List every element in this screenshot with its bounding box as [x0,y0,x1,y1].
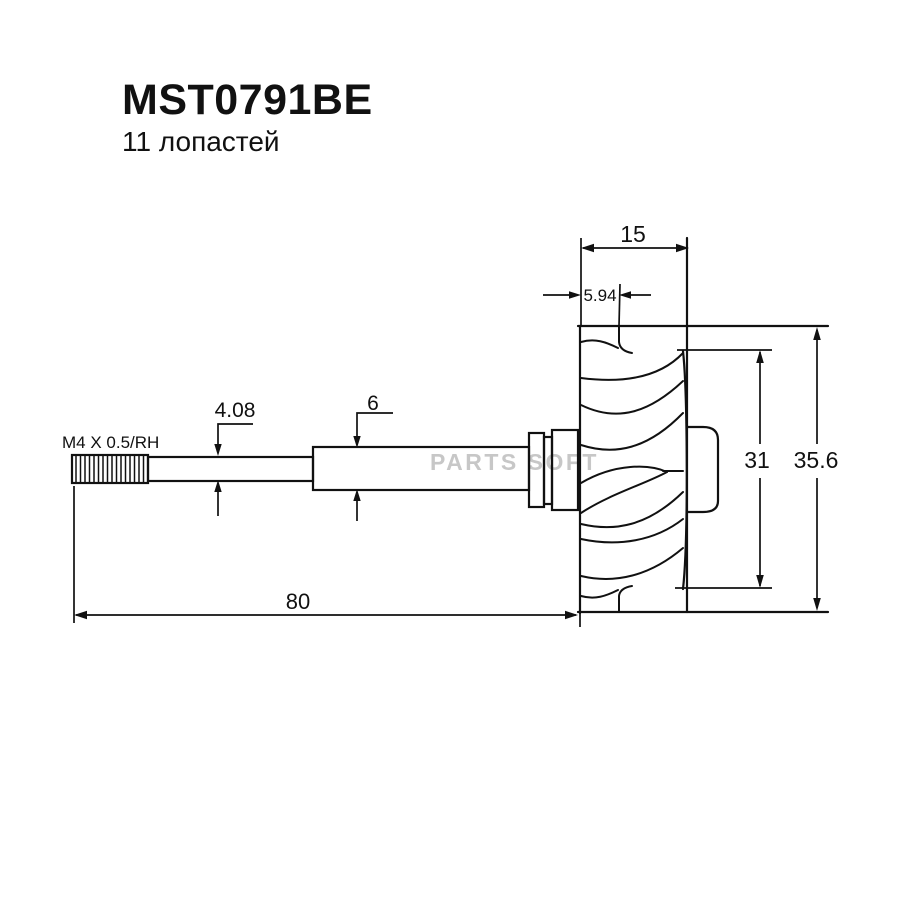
dim-overall-wheel-diameter-label: 35.6 [794,447,839,473]
dim-exducer-diameter-label: 31 [744,447,770,473]
thread-section [70,453,150,485]
dimension-hub-back-width: 5.94 [543,283,651,327]
watermark-text: PARTS SOFT [430,449,599,475]
dim-shaft-major-diameter-label: 6 [367,392,379,415]
dimension-overall-wheel-diameter: 35.6 [794,327,839,611]
dimension-wheel-width: 15 [580,221,689,326]
seal-ring-collar [527,428,580,512]
dimension-shaft-major-diameter: 6 [353,392,393,521]
thread-spec-label: M4 X 0.5/RH [62,433,159,452]
dimension-shaft-minor-diameter: 4.08 [214,399,255,516]
part-number-title: MST0791BE [122,76,373,124]
dim-hub-back-width-label: 5.94 [583,286,616,305]
blade-count-subtitle: 11 лопастей [122,126,280,157]
turbine-wheel [576,236,830,615]
shaft-small-section [146,455,315,483]
shaft-large-section [311,445,531,492]
dim-wheel-width-label: 15 [620,221,646,247]
dim-shaft-length-label: 80 [286,589,310,614]
dimension-shaft-length: 80 [73,486,581,627]
dim-shaft-minor-diameter-label: 4.08 [215,399,256,422]
wheel-nose-stub [685,425,720,514]
dimension-exducer-diameter: 31 [675,349,772,589]
